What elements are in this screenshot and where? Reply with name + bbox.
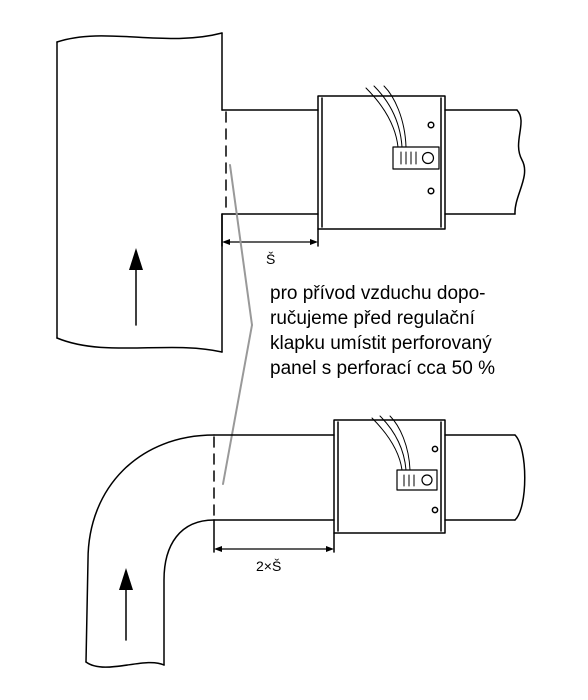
damper-top: [317, 85, 446, 230]
branch-duct-top: [221, 109, 526, 215]
dimension-s: Š: [221, 213, 319, 267]
flow-arrow-bottom: [119, 568, 133, 641]
note-line: pro přívod vzduchu dopo-: [270, 283, 486, 304]
note-line: panel s perforací cca 50 %: [270, 358, 495, 379]
dimension-s-label: Š: [266, 251, 275, 267]
actuator-icon: [396, 469, 438, 491]
note-line: ručujeme před regulační: [270, 308, 475, 329]
dimension-2s-label: 2×Š: [256, 558, 281, 574]
vertical-main-duct: [56, 32, 223, 353]
recommendation-note: pro přívod vzduchu dopo- ručujeme před r…: [270, 281, 582, 381]
damper-bottom: [333, 415, 446, 534]
actuator-icon: [392, 146, 440, 170]
note-line: klapku umístit perforovaný: [270, 333, 492, 354]
flow-arrow-top: [129, 248, 143, 326]
elbow-duct: [85, 434, 526, 668]
dimension-2s: 2×Š: [213, 519, 335, 574]
note-leader: [222, 164, 253, 485]
